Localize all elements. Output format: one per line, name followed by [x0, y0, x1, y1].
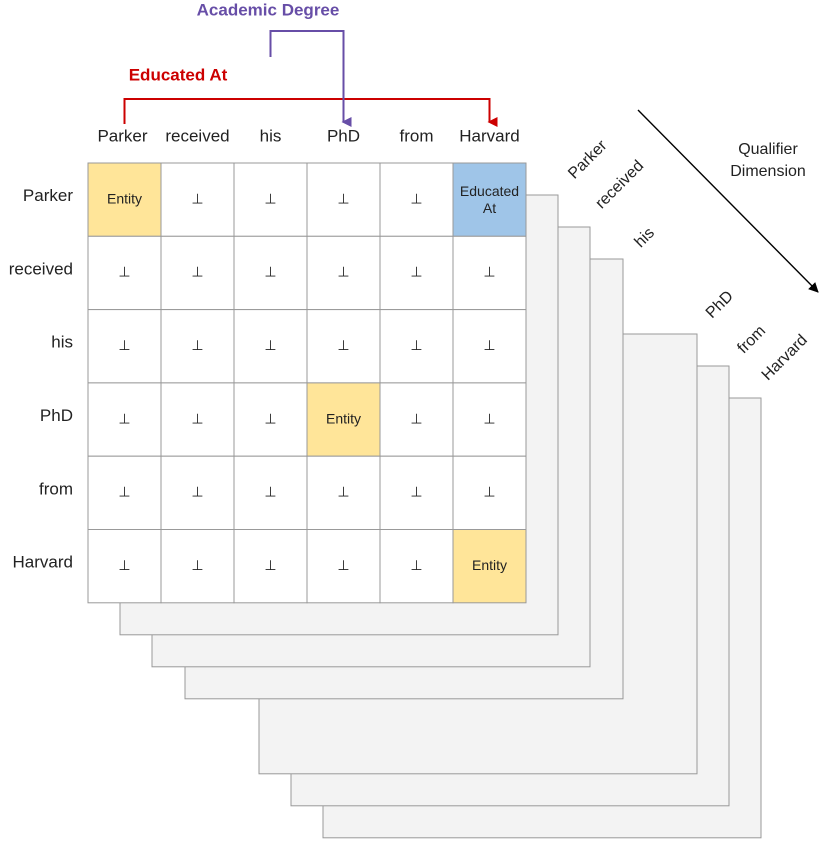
null-symbol: ⊥ — [337, 557, 349, 573]
null-symbol: ⊥ — [118, 410, 130, 426]
null-symbol: ⊥ — [191, 557, 203, 573]
relation-label-educated-at: Educated At — [129, 65, 228, 84]
matrix-cell — [306, 162, 381, 237]
null-symbol: ⊥ — [191, 264, 203, 280]
row-label-from: from — [39, 479, 73, 498]
qualifier-axis-arrow — [637, 109, 819, 293]
matrix-cell — [306, 529, 381, 604]
column-label-harvard: Harvard — [459, 126, 519, 145]
column-label-received: received — [165, 126, 229, 145]
null-symbol: ⊥ — [337, 264, 349, 280]
null-symbol: ⊥ — [337, 190, 349, 206]
null-symbol: ⊥ — [337, 337, 349, 353]
matrix-cell — [233, 162, 308, 237]
matrix-cell — [87, 455, 162, 531]
row-label-harvard: Harvard — [13, 553, 73, 572]
matrix-cell — [452, 382, 527, 457]
column-label-parker: Parker — [97, 126, 147, 145]
null-symbol: ⊥ — [337, 484, 349, 500]
matrix-cell — [452, 235, 527, 311]
matrix-cell — [306, 309, 381, 384]
matrix-cell — [379, 162, 454, 237]
matrix-cell — [379, 382, 454, 457]
row-label-parker: Parker — [23, 186, 73, 205]
matrix-cell — [306, 235, 381, 311]
null-symbol: ⊥ — [410, 484, 422, 500]
column-token-labels: Parker received his PhD from Harvard — [97, 126, 519, 145]
null-symbol: ⊥ — [191, 337, 203, 353]
null-symbol: ⊥ — [191, 484, 203, 500]
matrix-cell — [452, 309, 527, 384]
entity-cell-label: Entity — [472, 557, 507, 573]
layer-label-parker: Parker — [565, 137, 611, 183]
column-label-his: his — [260, 126, 282, 145]
null-symbol: ⊥ — [410, 557, 422, 573]
null-symbol: ⊥ — [410, 410, 422, 426]
matrix-cell — [87, 309, 162, 384]
layer-label-harvard: Harvard — [759, 332, 811, 384]
matrix-cell — [452, 455, 527, 531]
matrix-cell — [160, 309, 235, 384]
null-symbol: ⊥ — [118, 337, 130, 353]
null-symbol: ⊥ — [483, 264, 495, 280]
null-symbol: ⊥ — [264, 484, 276, 500]
relation-bracket-academic-degree — [269, 30, 352, 127]
null-symbol: ⊥ — [191, 190, 203, 206]
entity-cell — [452, 529, 527, 604]
null-symbol: ⊥ — [483, 484, 495, 500]
matrix-cell — [233, 309, 308, 384]
null-symbol: ⊥ — [118, 264, 130, 280]
null-symbol: ⊥ — [191, 410, 203, 426]
entity-cell-label: Entity — [107, 190, 142, 206]
entity-cell — [306, 382, 381, 457]
column-label-phd: PhD — [327, 126, 360, 145]
matrix-cell — [379, 529, 454, 604]
matrix-cell — [160, 382, 235, 457]
relation-cell — [452, 162, 527, 237]
matrix-cell — [233, 382, 308, 457]
layer-label-his: his — [632, 225, 658, 251]
layer-label-received: received — [592, 157, 647, 212]
relation-bracket-educated-at — [123, 98, 498, 127]
relation-brackets: Educated At Academic Degree — [123, 0, 498, 127]
matrix-cell — [379, 309, 454, 384]
null-symbol: ⊥ — [264, 264, 276, 280]
matrix-cell — [379, 235, 454, 311]
null-symbol: ⊥ — [483, 410, 495, 426]
null-symbol: ⊥ — [264, 190, 276, 206]
null-symbol: ⊥ — [410, 190, 422, 206]
column-label-from: from — [400, 126, 434, 145]
null-symbol: ⊥ — [264, 337, 276, 353]
null-symbol: ⊥ — [118, 484, 130, 500]
null-symbol: ⊥ — [410, 264, 422, 280]
entity-cell — [87, 162, 162, 237]
relation-label-academic-degree: Academic Degree — [197, 0, 340, 19]
entity-cell-label: Entity — [326, 410, 361, 426]
null-symbol: ⊥ — [483, 337, 495, 353]
row-label-his: his — [51, 333, 73, 352]
row-label-received: received — [9, 259, 73, 278]
null-symbol: ⊥ — [264, 410, 276, 426]
matrix-cell — [87, 382, 162, 457]
null-symbol: ⊥ — [410, 337, 422, 353]
null-symbol: ⊥ — [264, 557, 276, 573]
null-symbol: ⊥ — [118, 557, 130, 573]
layer-label-phd: PhD — [703, 288, 737, 322]
row-label-phd: PhD — [40, 406, 73, 425]
matrix-cell — [160, 162, 235, 237]
layer-label-from: from — [734, 322, 769, 357]
